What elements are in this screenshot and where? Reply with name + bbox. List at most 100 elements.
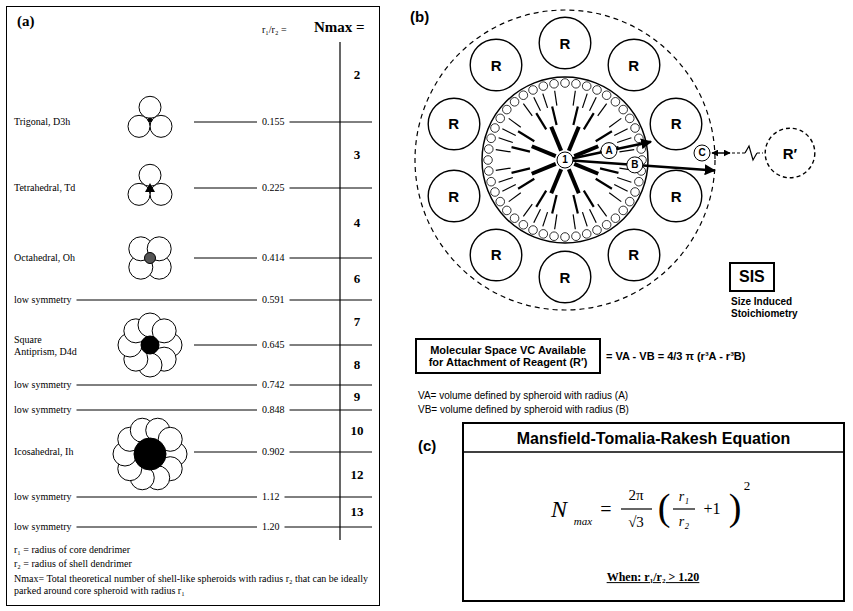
acronym-box: SIS [729,262,775,292]
row-rule [77,410,258,411]
branch [532,146,556,156]
branch [596,131,612,141]
row-rule [194,258,257,259]
acronym-expansion: Size Induced Stoichiometry [731,296,798,319]
branch [532,164,556,174]
branch [573,195,577,213]
panel-letter: (b) [410,8,429,25]
sphere-outline [539,17,591,69]
row-rule [285,497,373,498]
break-mark [745,146,757,160]
ratio-value: 1.12 [262,491,280,503]
footnote: r₁ = radius of core dendrimer [14,544,130,556]
branch [569,127,579,151]
column-header: r₁/r₂ = [262,24,287,36]
outer-boundary [415,10,715,310]
surface-group [602,91,611,100]
branch [523,204,532,216]
ratio-value: 0.742 [262,379,285,391]
n-max-value: 8 [354,358,361,373]
branch [614,129,627,136]
branch [496,150,511,152]
ratio-value: 0.591 [262,294,285,306]
surface-group [619,206,628,215]
geometry-name: low symmetry [14,491,72,503]
footnote: r₂ = radius of shell dendrimer [14,558,132,570]
footnote: Nmax= Total theoretical number of shell-… [14,573,369,596]
surface-group [510,214,519,223]
approach-line [757,152,763,153]
geometry-name: Trigonal, D3h [14,116,70,128]
branch [573,214,575,229]
branch [552,107,556,125]
branch [552,195,556,213]
branch [496,168,511,170]
surface-group [625,197,634,206]
equation-term: ) [729,486,742,530]
branch [584,191,594,207]
surface-group [519,220,528,229]
row-rule [194,345,257,346]
approach-line [732,152,745,153]
branch [614,185,627,192]
sphere-outline [608,40,660,92]
equation-term: ( [658,486,671,530]
surface-group [572,79,581,88]
shell-sphere-sketch [128,115,150,137]
surface-group [561,233,570,242]
branch [536,113,546,129]
node-text: R [560,35,571,52]
node-text: R [491,246,502,263]
sphere-outline [765,128,815,178]
row-rule [77,300,258,301]
surface-group [484,145,493,154]
definition-box: Molecular Space VC Available for Attachm… [415,338,601,374]
node-text: Molecular Space VC Available for Attachm… [423,344,593,368]
surface-group [561,79,570,88]
geometry-name: low symmetry [14,379,72,391]
row-rule [290,188,373,189]
callout-circle [627,157,643,173]
ratio-value: 0.645 [262,339,285,351]
surface-group [510,98,519,107]
fraction-bar [621,508,652,509]
equation-term: r₂ [679,514,689,530]
surface-group [539,230,548,239]
branch [573,107,577,125]
branch [534,97,541,110]
row-rule [77,527,258,528]
row-rule [290,385,373,386]
callout-letter: B [631,160,638,170]
node-text: R [628,57,639,74]
branch [512,168,530,172]
row-rule [290,258,373,259]
branch [569,169,579,193]
shell-sphere: R [607,228,661,282]
volume-formula: = VA - VB = 4/3 π (r³A - r³B) [606,350,745,363]
surface-group [635,177,644,186]
equation-term: +1 [703,500,720,518]
volume-note: VB= volume defined by spheroid with radi… [418,404,629,416]
branch [543,94,548,108]
n-max-value: 10 [351,424,364,439]
core-sphere-sketch [145,253,156,264]
core-outline [482,77,648,243]
geometry-name: Tetrahedral, Td [14,182,75,194]
row-rule [77,497,258,498]
surface-group [496,197,505,206]
shell-sphere: R [469,38,523,92]
callout-letter: A [605,146,612,156]
callout-circle [601,143,617,159]
geometry-name: Icosahedral, Ih [14,446,73,458]
branch [518,131,534,141]
shell-sphere: R [649,169,703,223]
shell-sphere: R [469,228,523,282]
ratio-value: 0.155 [262,116,285,128]
surface-group [625,114,634,123]
branch [609,193,621,202]
shell-sphere-sketch [150,115,172,137]
branch [555,91,557,106]
surface-group [529,226,538,235]
surface-group [593,86,602,95]
geometry-name: low symmetry [14,294,72,306]
